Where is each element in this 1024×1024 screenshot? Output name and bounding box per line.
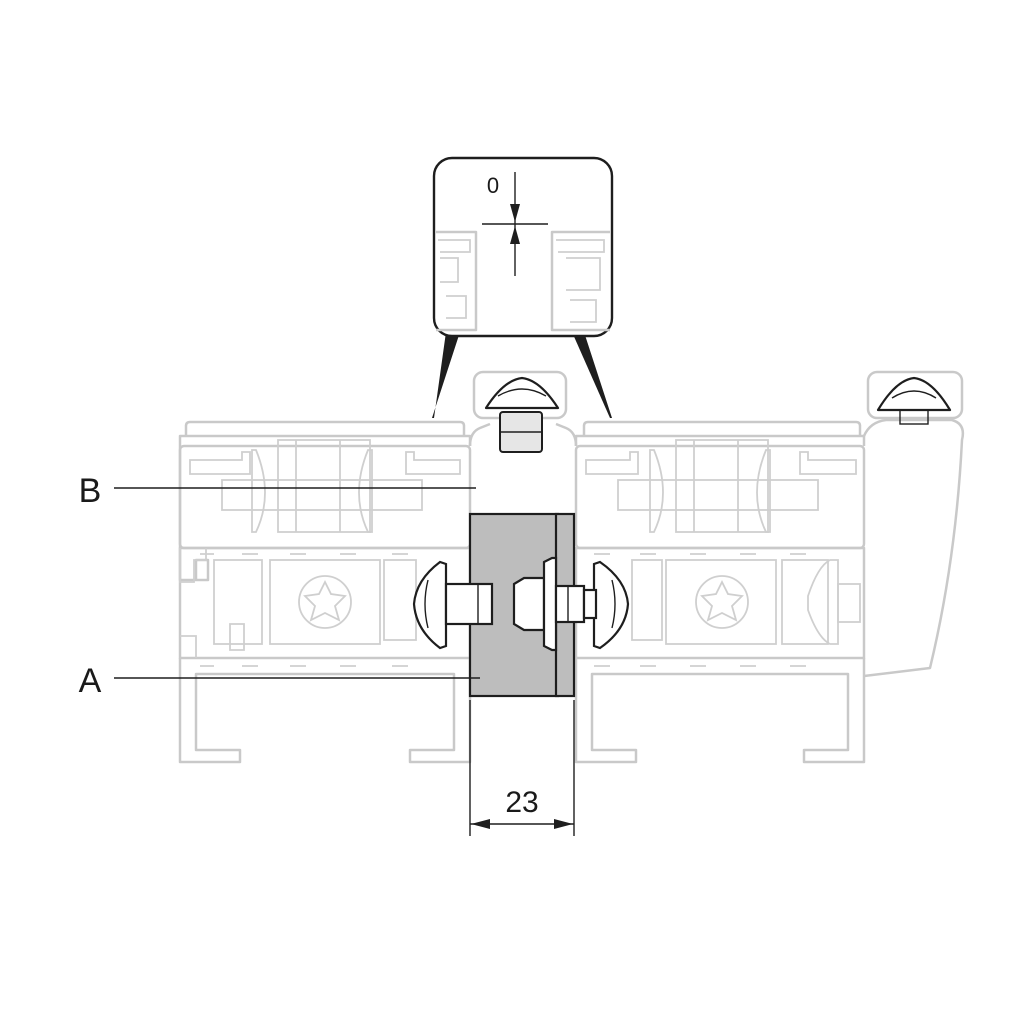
top-clip-head xyxy=(484,376,560,410)
right-profile xyxy=(574,370,965,764)
detail-callout: 0 xyxy=(432,156,614,418)
label-a: A xyxy=(79,662,102,700)
label-a-callout: A xyxy=(79,662,480,700)
callout-pointer-left xyxy=(432,332,460,418)
dimension-arrow-right xyxy=(554,819,573,829)
detail-frame xyxy=(432,156,614,338)
right-top-clip xyxy=(876,376,952,425)
detail-gap-label: 0 xyxy=(487,173,499,198)
left-t-bolt xyxy=(412,560,494,650)
dimension-arrow-left xyxy=(471,819,490,829)
label-b-callout: B xyxy=(79,472,476,510)
dimension-width: 23 xyxy=(469,700,575,836)
label-b: B xyxy=(79,472,102,510)
right-bolt-assembly xyxy=(512,556,630,652)
callout-pointer-right xyxy=(572,332,612,418)
center-top-holder xyxy=(468,370,578,453)
dimension-label: 23 xyxy=(505,786,538,819)
